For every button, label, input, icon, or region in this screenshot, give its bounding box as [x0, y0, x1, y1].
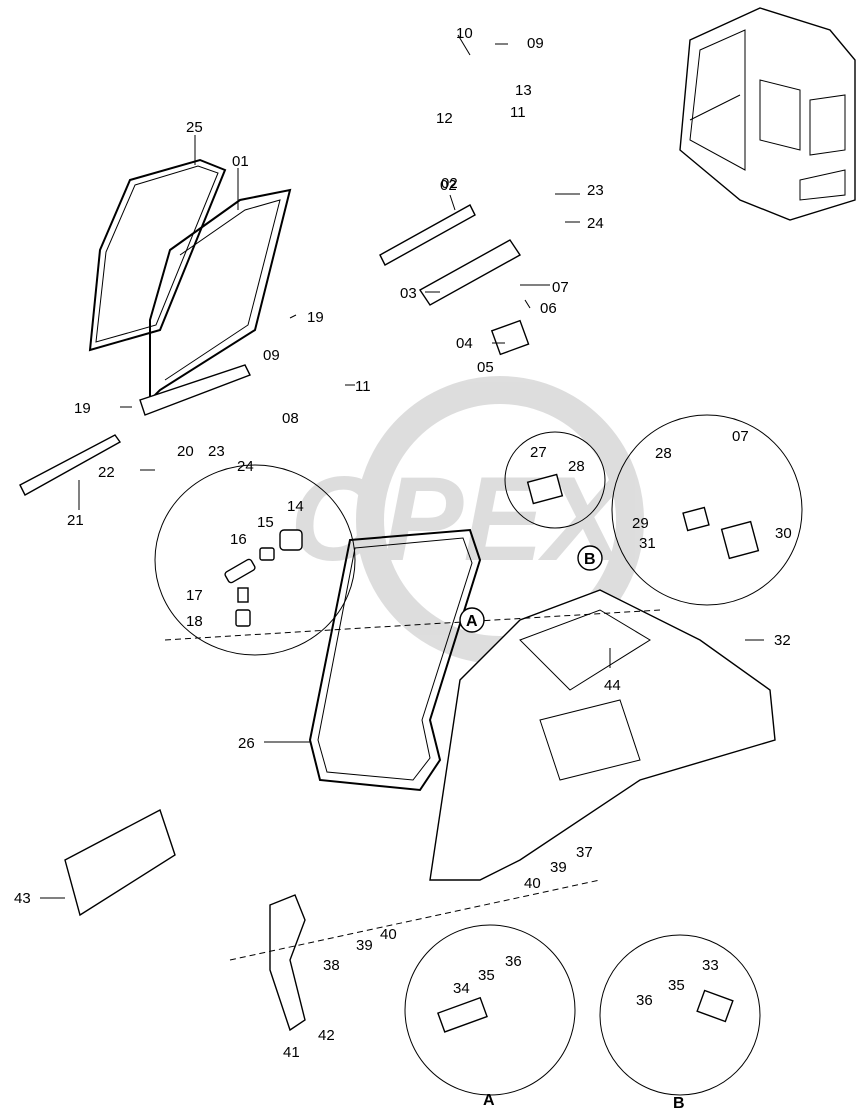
part-label-06: 06 — [540, 300, 557, 317]
part-label-12: 12 — [436, 110, 453, 127]
part-label-02: 02 — [440, 177, 457, 194]
part-label-24b: 24 — [237, 458, 254, 475]
part-label-34: 34 — [453, 980, 470, 997]
part-label-36a: 36 — [505, 953, 522, 970]
detail-view-a — [404, 924, 576, 1096]
callout-b-letter: B — [584, 551, 596, 568]
part-label-22: 22 — [98, 464, 115, 481]
part-label-04: 04 — [456, 335, 473, 352]
part-label-28a: 28 — [568, 458, 585, 475]
part-label-27: 27 — [530, 444, 547, 461]
part-label-15: 15 — [257, 514, 274, 531]
detail-circle-27 — [504, 431, 606, 529]
part-label-07: 07 — [552, 279, 569, 296]
part-label-41: 41 — [283, 1044, 300, 1061]
part-label-40a: 40 — [380, 926, 397, 943]
svg-text:OPEX: OPEX — [290, 452, 630, 586]
callout-a-letter: A — [466, 613, 478, 630]
glass-panel-drawing — [64, 808, 176, 917]
part-label-11b: 11 — [355, 378, 371, 395]
part-label-39a: 39 — [356, 937, 373, 954]
part-label-31: 31 — [639, 535, 656, 552]
part-label-32: 32 — [774, 632, 791, 649]
part-label-43: 43 — [14, 890, 31, 907]
part-label-24a: 24 — [587, 215, 604, 232]
callout-a-circle — [459, 607, 485, 633]
part-label-05: 05 — [477, 359, 494, 376]
part-label-09b: 09 — [263, 347, 280, 364]
part-label-25: 25 — [186, 119, 203, 136]
detail-view-b — [599, 934, 761, 1096]
part-label-29: 29 — [632, 515, 649, 532]
part-label-37: 37 — [576, 844, 593, 861]
cab-overview-drawing — [679, 7, 856, 221]
part-label-30: 30 — [775, 525, 792, 542]
part-label-01: 01 — [232, 153, 249, 170]
part-label-13: 13 — [515, 82, 532, 99]
part-label-23b: 23 — [208, 443, 225, 460]
part-label-39b: 39 — [550, 859, 567, 876]
detail-view-a-letter: A — [483, 1092, 495, 1109]
part-label-28b: 28 — [655, 445, 672, 462]
hinge-parts-drawing — [526, 473, 760, 560]
part-label-19a: 19 — [307, 309, 324, 326]
part-label-09: 09 — [527, 35, 544, 52]
part-label-14: 14 — [287, 498, 304, 515]
part-label-35b: 35 — [668, 977, 685, 994]
part-label-42: 42 — [318, 1027, 335, 1044]
pin-parts-drawing — [224, 529, 303, 627]
part-label-35a: 35 — [478, 967, 495, 984]
part-label-21: 21 — [67, 512, 84, 529]
part-label-36b: 36 — [636, 992, 653, 1009]
part-label-07b: 07 — [732, 428, 749, 445]
pillar-drawing — [269, 894, 306, 1032]
detail-circle-left — [154, 464, 356, 656]
part-label-02b: 02 — [441, 175, 458, 192]
part-label-10: 10 — [456, 25, 473, 42]
door-seal-drawing — [308, 528, 482, 792]
callout-b-circle — [577, 545, 603, 571]
part-label-44: 44 — [604, 677, 621, 694]
detail-circle-30 — [611, 414, 803, 606]
part-label-16: 16 — [230, 531, 247, 548]
part-label-03: 03 — [400, 285, 417, 302]
door-frame-drawing — [19, 158, 292, 496]
rail-assembly-drawing — [379, 204, 530, 356]
part-label-26: 26 — [238, 735, 255, 752]
cab-body-drawing — [429, 589, 776, 881]
part-label-18: 18 — [186, 613, 203, 630]
part-label-17: 17 — [186, 587, 203, 604]
detail-view-b-letter: B — [673, 1095, 685, 1110]
part-label-19b: 19 — [74, 400, 91, 417]
part-label-23a: 23 — [587, 182, 604, 199]
part-label-33: 33 — [702, 957, 719, 974]
part-label-20: 20 — [177, 443, 194, 460]
part-label-11: 11 — [510, 104, 526, 121]
leader-lines — [40, 34, 764, 899]
part-label-40b: 40 — [524, 875, 541, 892]
part-label-08: 08 — [282, 410, 299, 427]
part-label-38: 38 — [323, 957, 340, 974]
